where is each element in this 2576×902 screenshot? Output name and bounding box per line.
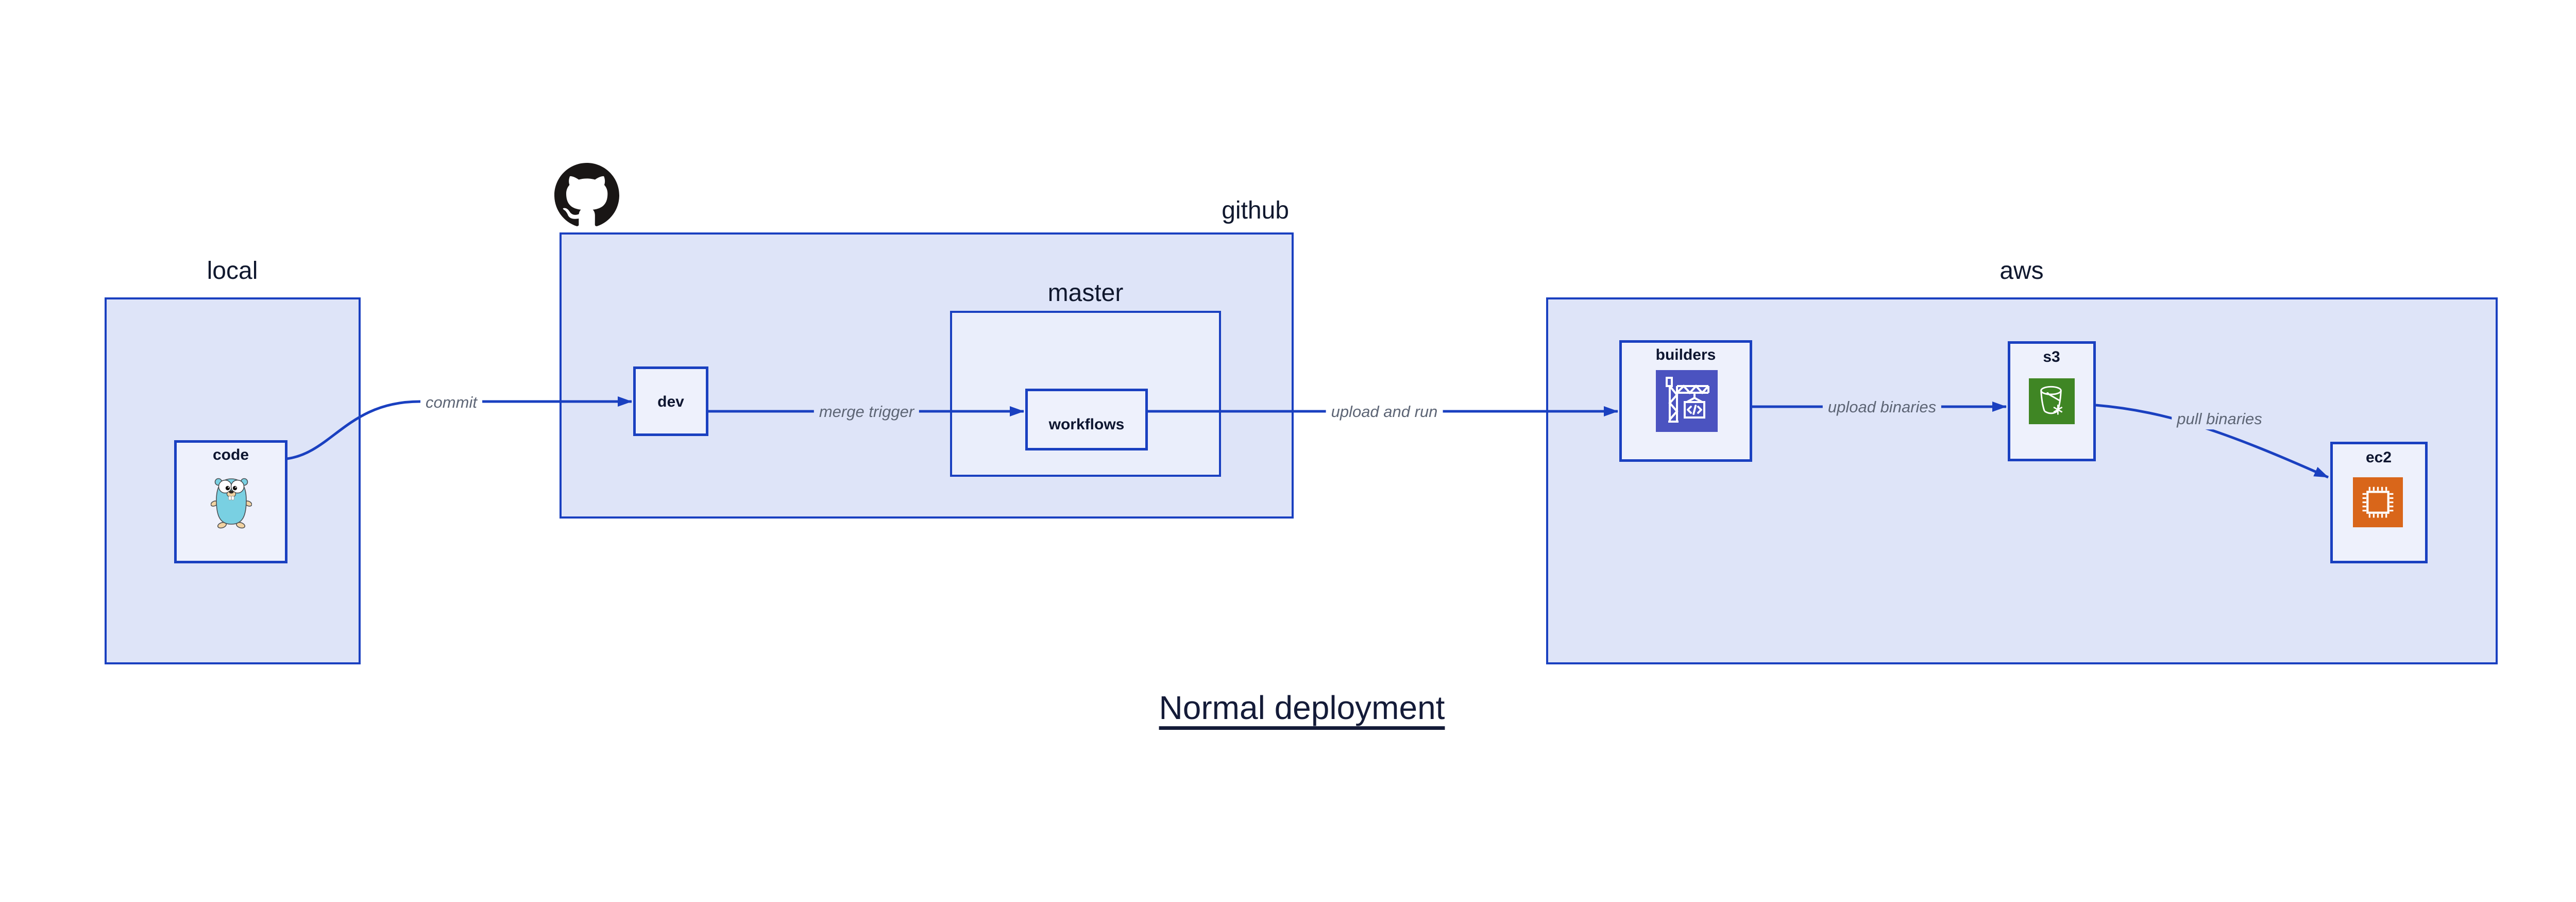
cluster-label-github: github (1222, 197, 1289, 224)
diagram-title: Normal deployment (1159, 689, 1445, 726)
node-dev (633, 366, 708, 436)
node-label-workflows: workflows (1048, 416, 1125, 433)
cluster-label-local: local (207, 257, 258, 285)
node-label-dev: dev (657, 393, 684, 410)
node-label-ec2: ec2 (2365, 449, 2392, 466)
edge-label-upload-binaries: upload binaries (1822, 397, 1942, 417)
aws-s3-bucket-icon (2029, 378, 2075, 424)
edge-label-commit: commit (420, 392, 482, 413)
node-label-s3: s3 (2043, 348, 2060, 365)
aws-codebuild-icon (1656, 370, 1718, 432)
node-workflows (1025, 389, 1148, 450)
github-octocat-icon (554, 163, 619, 226)
node-builders (1619, 340, 1752, 462)
cluster-label-aws: aws (1999, 257, 2044, 285)
edge-label-upload-and-run: upload and run (1326, 402, 1443, 422)
go-gopher-icon (211, 478, 252, 529)
edge-label-merge-trigger: merge trigger (814, 402, 920, 422)
aws-ec2-chip-icon (2353, 477, 2403, 527)
cluster-label-master: master (1047, 279, 1124, 307)
edge-label-pull-binaries: pull binaries (2172, 409, 2267, 429)
node-label-builders: builders (1655, 346, 1716, 363)
node-label-code: code (212, 446, 249, 463)
